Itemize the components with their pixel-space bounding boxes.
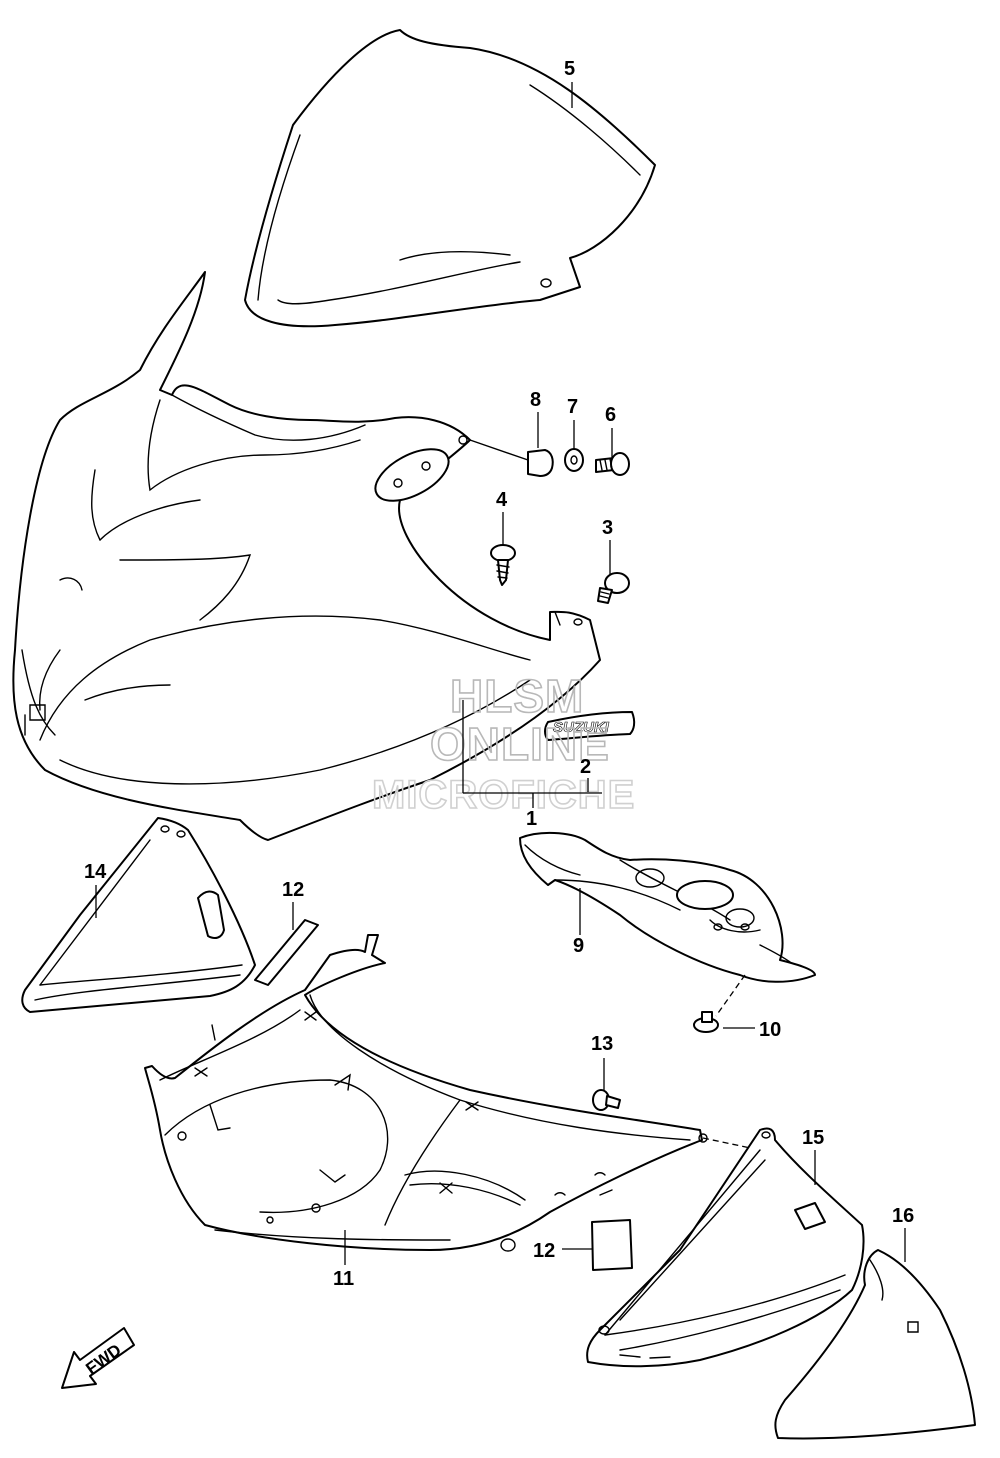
lower-cowl-part-11 [144,934,708,1252]
windscreen-part-5 [244,29,656,328]
grommet-part-8 [469,439,554,477]
screw-part-6 [595,452,630,476]
clip-part-13 [592,1089,621,1111]
bolt-part-3 [597,572,630,604]
bracket-part-9 [519,831,816,983]
upper-cowl-part-1 [12,271,601,841]
callout-11: 11 [333,1268,354,1290]
watermark: HLSM ONLINE MICROFICHE [371,669,635,818]
callout-labels: 5 8 7 6 4 3 2 1 9 10 11 12 12 13 14 15 1… [84,58,914,1290]
callout-9: 9 [573,935,584,957]
callout-12-lower: 12 [533,1240,555,1262]
trim-strip-part-12-upper [254,919,319,986]
callout-8: 8 [530,389,541,411]
callout-13: 13 [591,1033,613,1055]
trim-pad-part-12-lower [591,1219,633,1271]
watermark-line3: MICROFICHE [372,773,635,817]
screw-part-10 [693,974,746,1033]
callout-3: 3 [602,517,613,539]
side-panel-part-15 [586,1127,865,1368]
callout-7: 7 [567,396,578,418]
watermark-line1: HLSM [450,670,584,722]
callout-2: 2 [580,756,591,778]
callout-1: 1 [526,808,537,830]
callout-15: 15 [802,1127,824,1149]
leader-lines [95,82,906,1265]
emblem-part-2: SUZUKI [544,711,636,741]
callout-4: 4 [496,489,508,511]
callout-12-upper: 12 [282,879,304,901]
callout-16: 16 [892,1205,914,1227]
callout-6: 6 [605,404,616,426]
tapping-screw-part-4 [490,544,516,586]
cover-panel-part-16 [774,1249,976,1440]
callout-10: 10 [759,1019,781,1041]
washer-part-7 [564,448,584,472]
side-panel-part-14 [21,817,256,1013]
callout-14: 14 [84,861,107,883]
fwd-arrow: FWD [61,1327,135,1389]
callout-5: 5 [564,58,575,80]
emblem-text: SUZUKI [553,719,610,736]
watermark-line2: ONLINE [430,718,610,770]
